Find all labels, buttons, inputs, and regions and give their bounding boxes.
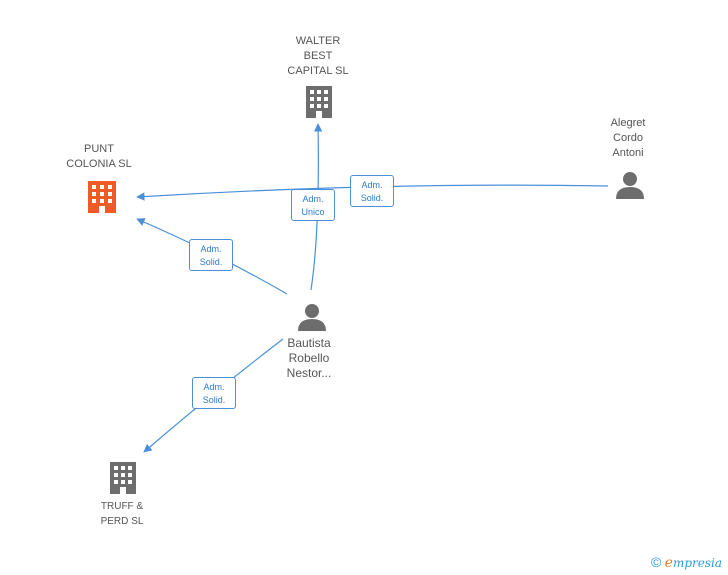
node-label-punt[interactable]: PUNT COLONIA SL xyxy=(66,143,132,170)
relation-label-adm-solid[interactable]: Adm. Solid. xyxy=(350,175,394,207)
building-icon[interactable] xyxy=(88,181,116,213)
relation-label-adm-solid[interactable]: Adm. Solid. xyxy=(189,239,233,271)
node-label-bautista[interactable]: Bautista Robello Nestor... xyxy=(286,336,332,380)
person-icon[interactable] xyxy=(298,304,326,331)
person-icon[interactable] xyxy=(616,172,644,199)
building-icon[interactable] xyxy=(306,86,332,118)
brand-logo-initial: e xyxy=(664,555,673,571)
brand-name: mpresia xyxy=(672,556,722,570)
node-label-truff[interactable]: TRUFF & PERD SL xyxy=(100,501,144,527)
node-label-alegret[interactable]: Alegret Cordo Antoni xyxy=(610,117,646,159)
brand-footer: © empresia xyxy=(651,554,722,571)
relation-label-adm-solid[interactable]: Adm. Solid. xyxy=(192,377,236,409)
relation-label-adm-unico[interactable]: Adm. Unico xyxy=(291,189,335,221)
copyright-icon: © xyxy=(650,554,662,570)
building-icon[interactable] xyxy=(110,462,136,494)
node-label-walter[interactable]: WALTER BEST CAPITAL SL xyxy=(287,35,349,77)
